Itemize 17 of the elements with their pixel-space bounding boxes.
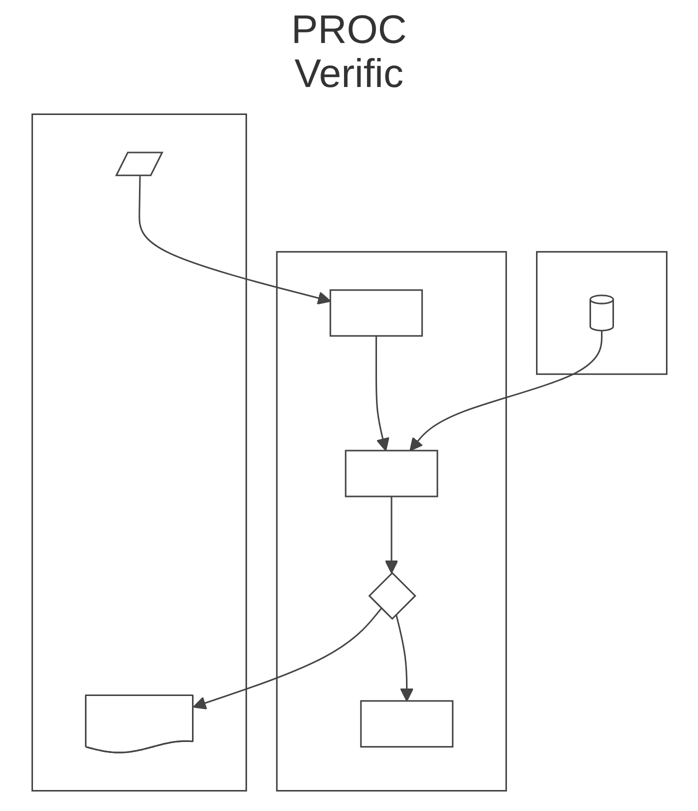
- arrow: [394, 614, 414, 702]
- arrow: [138, 176, 330, 305]
- node-parallelogram: [114, 152, 163, 176]
- label-text: PROC: [291, 8, 407, 52]
- node-box: [329, 289, 422, 337]
- node-box: [360, 700, 453, 748]
- node-box: [344, 450, 438, 498]
- node-cylinder: [589, 294, 614, 332]
- cluster: [536, 251, 667, 375]
- cluster: [276, 251, 506, 792]
- node-diamond: [368, 572, 416, 620]
- arrow: [374, 336, 389, 452]
- arrow: [409, 330, 602, 452]
- arrow: [384, 496, 398, 574]
- label-text: Verific: [294, 52, 404, 96]
- cluster: [30, 113, 247, 792]
- arrow: [192, 608, 382, 710]
